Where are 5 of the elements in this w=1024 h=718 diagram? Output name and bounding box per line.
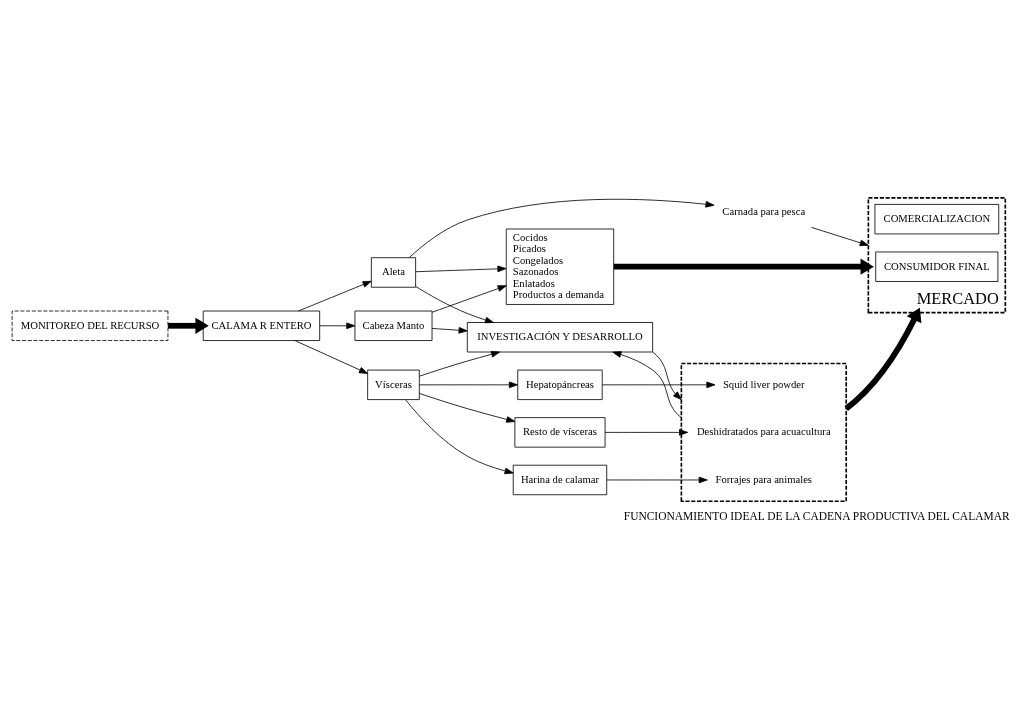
node-text: Forrajes para animales [715,473,813,485]
node-text: Deshidratados para acuacultura [696,426,831,438]
node-text: Carnada para pesca [722,206,806,218]
caption: FUNCIONAMIENTO IDEAL DE LA CADENA PRODUCTIVA DEL CALAMAR [623,510,1010,523]
node-text: Squid liver powder [722,378,805,390]
